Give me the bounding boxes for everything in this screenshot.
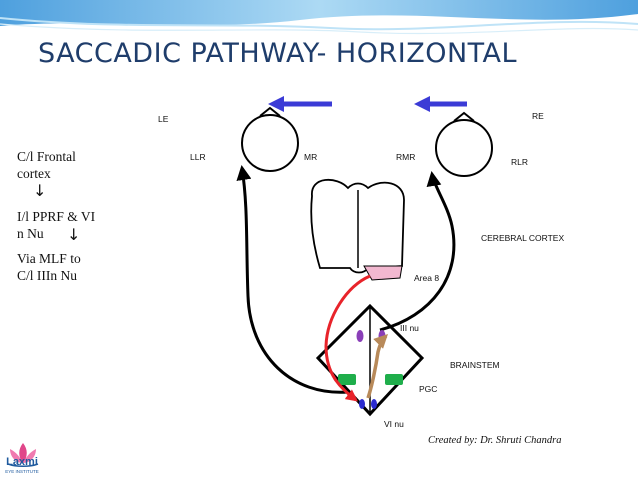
label-area8: Area 8 [414, 273, 439, 283]
right-pgc-nucleus [385, 374, 403, 385]
header-wave [0, 0, 638, 35]
summary-line-2: cortex [17, 166, 51, 181]
pathway-summary: C/l Frontal cortex ↓ I/l PPRF & VI n Nu … [17, 148, 122, 284]
summary-line-6: C/l IIIn Nu [17, 268, 77, 283]
label-brainstem: BRAINSTEM [450, 360, 500, 370]
summary-line-1: C/l Frontal [17, 149, 76, 164]
label-le: LE [158, 114, 169, 124]
left-pathway-loop [236, 165, 349, 394]
slide-title: SACCADIC PATHWAY- HORIZONTAL [38, 38, 518, 69]
right-eye [435, 111, 493, 177]
lotus-logo-icon [7, 443, 39, 467]
label-lmr: MR [304, 152, 317, 162]
saccade-diagram: LE RE LLR MR RMR RLR CEREBRAL CORTEX Are… [158, 96, 564, 429]
label-vi-nu: VI nu [384, 419, 404, 429]
down-arrow-icon: ↓ [33, 181, 47, 200]
logo-name: Laxmi [6, 456, 38, 468]
summary-line-3: I/l PPRF & VI [17, 209, 96, 224]
left-vi-nucleus [359, 399, 365, 409]
label-iii-nu: III nu [400, 323, 419, 333]
logo-subtitle: EYE INSTITUTE [5, 469, 39, 474]
frontal-eye-field-pathway [324, 274, 371, 402]
summary-line-4: n Nu [17, 226, 44, 241]
label-llr: LLR [190, 152, 206, 162]
right-pathway-loop [379, 171, 456, 332]
label-rlr: RLR [511, 157, 528, 167]
label-re: RE [532, 111, 544, 121]
right-eye-gaze-arrow [414, 96, 467, 112]
left-eye [241, 106, 299, 172]
label-pgc: PGC [419, 384, 437, 394]
diagram-credit: Created by: Dr. Shruti Chandra [428, 435, 562, 446]
left-pgc-nucleus [338, 374, 356, 385]
label-cerebral-cortex: CEREBRAL CORTEX [481, 233, 564, 243]
left-eye-gaze-arrow [268, 96, 332, 112]
summary-line-5: Via MLF to [17, 251, 81, 266]
mlf-pathway [366, 334, 388, 399]
right-vi-nucleus [371, 399, 377, 409]
cerebral-hemispheres [310, 179, 405, 281]
left-iii-nucleus [356, 330, 364, 342]
down-arrow-icon: ↓ [67, 225, 81, 244]
label-rmr: RMR [396, 152, 415, 162]
